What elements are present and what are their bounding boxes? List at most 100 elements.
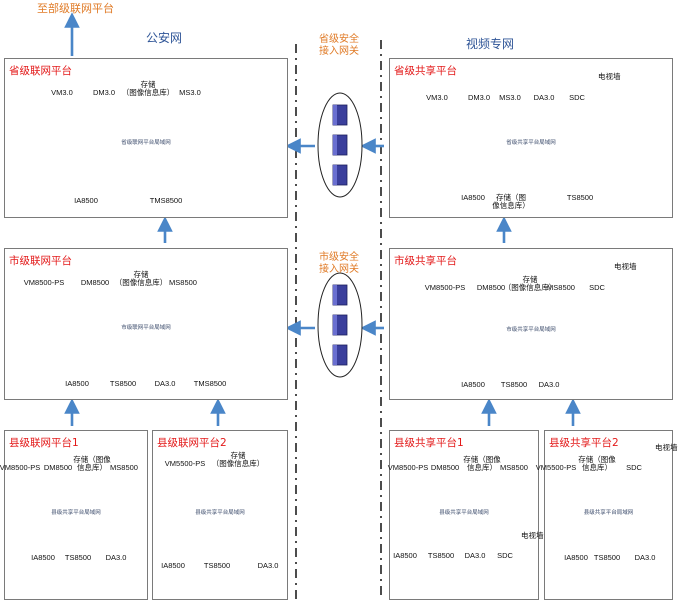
device-label: VM8500-PS <box>24 279 64 287</box>
device-label: VM5500-PS <box>165 460 205 468</box>
device-label-line: TMS8500 <box>149 196 183 205</box>
device-label-line: DM8500 <box>80 278 110 287</box>
device-label: SDC <box>589 284 605 292</box>
device-label-line: DM8500 <box>476 283 506 292</box>
device-label-line: 存储（图像 <box>463 455 501 464</box>
device-label-line: VM8500-PS <box>0 463 41 472</box>
device-label-line: 存储（图像 <box>73 455 111 464</box>
platform-title: 县级共享平台2 <box>549 437 619 449</box>
platform-box: 县级联网平台2 <box>152 430 288 600</box>
device-label-line: IA8500 <box>393 551 417 560</box>
device-label: VM5500-PS <box>536 464 576 472</box>
lan-bus-label: 县级共享平台局域网 <box>195 509 245 516</box>
device-label: DM8500 <box>81 279 109 287</box>
device-label-line: 存储 <box>133 270 149 279</box>
device-label: IA8500 <box>564 554 588 562</box>
device-label-line: DA3.0 <box>538 380 560 389</box>
device-label: DA3.0 <box>465 552 486 560</box>
device-label: IA8500 <box>461 194 485 202</box>
device-label: MS3.0 <box>499 94 521 102</box>
device-label: 存储（图像信息库） <box>504 276 557 291</box>
device-label: IA8500 <box>161 562 185 570</box>
device-label-line: （图像信息库） <box>114 277 168 287</box>
device-label-line: DM3.0 <box>467 93 491 102</box>
platform-title: 县级共享平台1 <box>394 437 464 449</box>
device-label-line: VM3.0 <box>426 93 448 102</box>
device-label: DA3.0 <box>106 554 127 562</box>
device-label: MS8500 <box>110 464 138 472</box>
device-label: SDC <box>569 94 585 102</box>
device-label-line: IA8500 <box>161 561 185 570</box>
device-label-line: IA8500 <box>31 553 55 562</box>
device-label: TS8500 <box>65 554 91 562</box>
device-label: DA3.0 <box>534 94 555 102</box>
device-label-line: TS8500 <box>566 193 594 202</box>
platform-box: 市级共享平台 <box>389 248 673 400</box>
device-label-line: DM3.0 <box>92 88 116 97</box>
gateway-label-city: 市级安全 接入网关 <box>311 252 367 276</box>
device-label-line: MS8500 <box>110 463 138 472</box>
device-label-line: MS8500 <box>500 463 528 472</box>
device-label-line: 信息库） <box>77 462 107 472</box>
gateway-device-icon <box>332 344 348 366</box>
device-label-line: MS3.0 <box>499 93 521 102</box>
device-label-line: IA8500 <box>461 193 485 202</box>
device-label-line: MS8500 <box>169 278 197 287</box>
device-label-line: 存储（图 <box>496 193 526 202</box>
device-label: TS8500 <box>501 381 527 389</box>
device-label-line: IA8500 <box>461 380 485 389</box>
device-label-line: VM8500-PS <box>23 278 65 287</box>
video-wall-label: 电视墙 <box>521 531 544 540</box>
platform-title: 省级联网平台 <box>9 65 72 77</box>
device-label-line: SDC <box>589 283 605 292</box>
left-network-title: 公安网 <box>146 31 183 45</box>
platform-box: 县级共享平台2 <box>544 430 673 600</box>
device-label: TS8500 <box>567 194 593 202</box>
device-label: TS8500 <box>110 380 136 388</box>
device-label: IA8500 <box>393 552 417 560</box>
device-label-line: （图像信息库） <box>211 458 265 468</box>
device-label-line: TS8500 <box>64 553 92 562</box>
device-label: DM8500 <box>477 284 505 292</box>
device-label-line: 存储 <box>140 80 156 89</box>
device-label-line: SDC <box>569 93 585 102</box>
device-label-line: TS8500 <box>593 553 621 562</box>
device-label-line: DM8500 <box>43 463 73 472</box>
device-label-line: （图像信息库） <box>121 87 175 97</box>
device-label-line: DA3.0 <box>105 553 127 562</box>
platform-box: 市级联网平台 <box>4 248 288 400</box>
device-label: 存储（图像信息库） <box>73 456 111 471</box>
device-label: MS3.0 <box>179 89 201 97</box>
gateway-device-icon <box>332 134 348 156</box>
gateway-label-line: 市级安全 <box>319 252 359 263</box>
video-wall-label: 电视墙 <box>614 262 637 271</box>
platform-title: 县级联网平台1 <box>9 437 79 449</box>
device-label-line: DA3.0 <box>257 561 279 570</box>
device-label: TMS8500 <box>150 197 183 205</box>
device-label-line: TS8500 <box>109 379 137 388</box>
device-label-line: VM5500-PS <box>535 463 577 472</box>
lan-bus-label: 市级共享平台局域网 <box>506 326 556 333</box>
platform-box: 县级共享平台1 <box>389 430 539 600</box>
device-label-line: DA3.0 <box>154 379 176 388</box>
device-label-line: IA8500 <box>65 379 89 388</box>
lan-bus-label: 县级共享平台局域网 <box>439 509 489 516</box>
device-label: VM8500-PS <box>388 464 428 472</box>
device-label: DA3.0 <box>155 380 176 388</box>
device-label-line: MS8500 <box>547 283 575 292</box>
platform-title: 市级共享平台 <box>394 255 457 267</box>
device-label: DA3.0 <box>635 554 656 562</box>
device-label-line: VM8500-PS <box>387 463 429 472</box>
platform-box: 省级联网平台 <box>4 58 288 218</box>
device-label: VM3.0 <box>426 94 448 102</box>
device-label-line: VM3.0 <box>51 88 73 97</box>
device-label: TS8500 <box>204 562 230 570</box>
device-label: MS8500 <box>169 279 197 287</box>
platform-title: 市级联网平台 <box>9 255 72 267</box>
device-label: VM3.0 <box>51 89 73 97</box>
device-label-line: TS8500 <box>500 380 528 389</box>
lan-bus-label: 县级共享平台局域网 <box>51 509 101 516</box>
device-label: DM3.0 <box>93 89 115 97</box>
device-label-line: VM5500-PS <box>164 459 206 468</box>
